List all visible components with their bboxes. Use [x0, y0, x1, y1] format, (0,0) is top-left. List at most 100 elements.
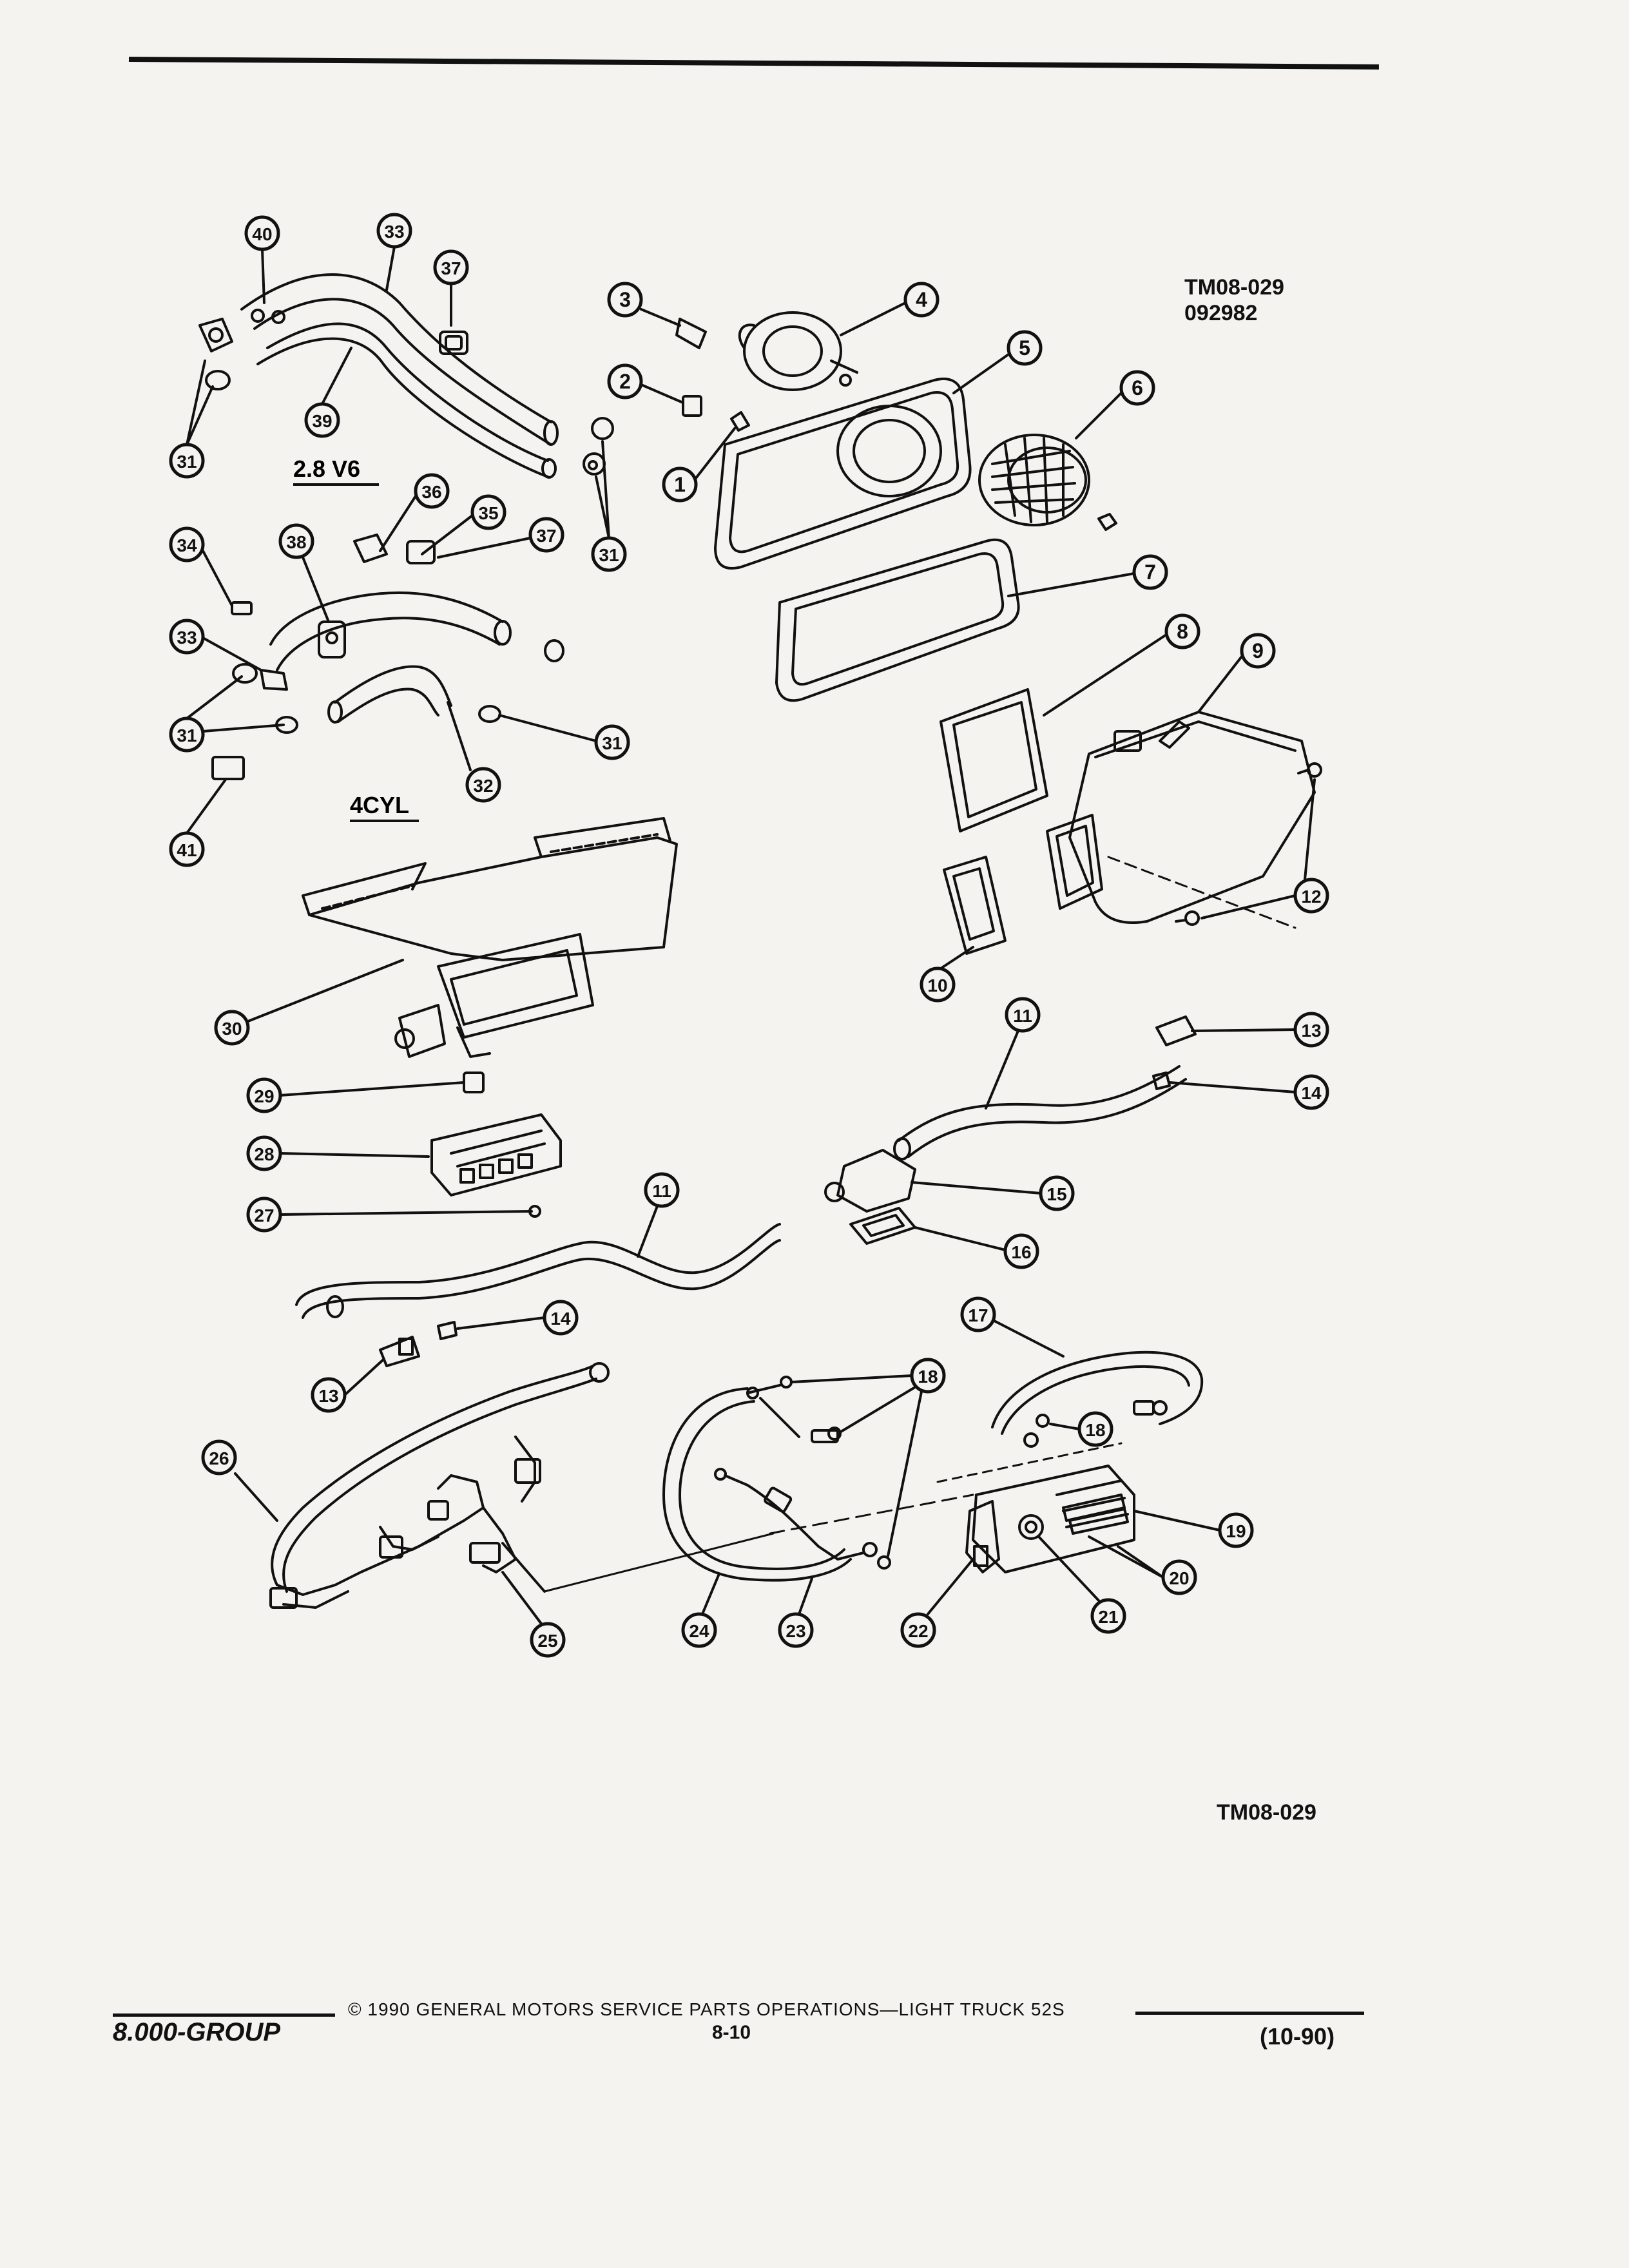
callout-circle: [1119, 370, 1155, 406]
callout-number: 16: [1011, 1242, 1031, 1262]
nozzle-3: [675, 318, 707, 349]
callout-5: 5: [1007, 330, 1043, 366]
callout-circle: [414, 473, 450, 509]
callout-number: 23: [786, 1621, 805, 1641]
callout-31: 31: [594, 724, 630, 760]
callout-number: 32: [473, 776, 493, 796]
callout-number: 12: [1301, 887, 1321, 907]
wiring-harness-26: [269, 1362, 775, 1609]
callout-circle: [1007, 330, 1043, 366]
callout-18: 18: [1077, 1411, 1113, 1447]
callout-circle: [304, 402, 340, 438]
callout-number: 18: [1085, 1420, 1105, 1440]
callout-number: 41: [177, 840, 197, 860]
callout-number: 24: [689, 1621, 709, 1641]
leader-arrows: [186, 245, 1316, 1625]
footer-date: (10-90): [1260, 2023, 1335, 2050]
callout-number: 14: [1301, 1083, 1322, 1103]
callout-number: 21: [1098, 1607, 1118, 1627]
callout-37: 37: [528, 517, 564, 553]
callout-7: 7: [1132, 554, 1168, 590]
callout-circle: [681, 1612, 717, 1648]
callout-circle: [903, 282, 940, 318]
callout-number: 8: [1177, 620, 1188, 643]
callout-31: 31: [169, 716, 205, 753]
callout-circle: [778, 1612, 814, 1648]
callout-number: 28: [254, 1144, 274, 1164]
callout-circle: [1218, 1512, 1254, 1548]
callout-circle: [1293, 878, 1329, 914]
part-1: [730, 411, 750, 432]
v6-clamp-37: [439, 331, 468, 355]
callout-circle: [1077, 1411, 1113, 1447]
callout-40: 40: [244, 215, 280, 251]
4cyl-clamps: [211, 533, 564, 780]
vacuum-hose-11-lower: [295, 1223, 781, 1319]
callout-23: 23: [778, 1612, 814, 1648]
callout-circle: [1039, 1175, 1075, 1211]
callout-circle: [169, 831, 205, 867]
callout-number: 13: [1301, 1021, 1321, 1041]
callout-circle: [591, 536, 627, 572]
assembly-centerline: [1107, 856, 1296, 929]
callout-circle: [1164, 613, 1200, 649]
callout-number: 11: [1013, 1006, 1032, 1026]
callout-24: 24: [681, 1612, 717, 1648]
callout-number: 26: [209, 1448, 229, 1468]
callout-number: 40: [252, 224, 272, 244]
callout-number: 33: [384, 222, 404, 242]
callout-circle: [169, 716, 205, 753]
callout-30: 30: [214, 1010, 250, 1046]
footer-group: 8.000-GROUP: [113, 2018, 281, 2046]
callout-11: 11: [1005, 997, 1041, 1033]
callout-6: 6: [1119, 370, 1155, 406]
callout-38: 38: [278, 523, 314, 559]
callout-number: 19: [1226, 1521, 1246, 1541]
callout-circle: [465, 767, 501, 803]
callout-circle: [278, 523, 314, 559]
callout-circle: [244, 215, 280, 251]
callout-2: 2: [607, 363, 643, 399]
callout-circle: [530, 1622, 566, 1658]
callout-circle: [1090, 1598, 1126, 1634]
callout-19: 19: [1218, 1512, 1254, 1548]
control-centerline: [769, 1494, 974, 1535]
duct-10: [943, 814, 1103, 955]
callout-number: 25: [537, 1631, 557, 1651]
callout-number: 1: [674, 473, 686, 496]
callout-number: 38: [286, 532, 306, 552]
v6-heater-hoses: [240, 273, 559, 479]
callout-number: 17: [968, 1305, 988, 1325]
callout-number: 31: [177, 452, 197, 472]
callout-number: 30: [222, 1019, 242, 1039]
callout-number: 22: [908, 1621, 928, 1641]
callout-14: 14: [543, 1300, 579, 1336]
footer-rule-left: [113, 2013, 335, 2017]
callout-9: 9: [1240, 633, 1276, 669]
callout-circle: [910, 1358, 946, 1394]
footer-page-number: 8-10: [712, 2022, 751, 2043]
callout-circle: [960, 1296, 996, 1332]
callout-number: 15: [1046, 1184, 1066, 1204]
callout-circle: [920, 966, 956, 1003]
callout-16: 16: [1003, 1233, 1039, 1269]
core-8: [940, 688, 1048, 832]
callout-circle: [169, 526, 205, 562]
defroster-module-30: [302, 817, 678, 1058]
callout-12: 12: [1293, 878, 1329, 914]
blower-switch-29: [463, 1072, 485, 1093]
callout-25: 25: [530, 1622, 566, 1658]
callout-circle: [607, 363, 643, 399]
callout-17: 17: [960, 1296, 996, 1332]
callout-4: 4: [903, 282, 940, 318]
callout-number: 7: [1144, 561, 1156, 584]
callout-27: 27: [246, 1196, 282, 1233]
callout-31: 31: [169, 443, 205, 479]
v6-clips-31: [583, 417, 614, 476]
heater-case-9: [1068, 711, 1316, 924]
4cyl-heater-hoses: [260, 591, 512, 724]
engine-labels: 2.8 V6 4CYL: [293, 456, 419, 822]
callout-number: 20: [1169, 1568, 1189, 1588]
callout-circle: [1003, 1233, 1039, 1269]
